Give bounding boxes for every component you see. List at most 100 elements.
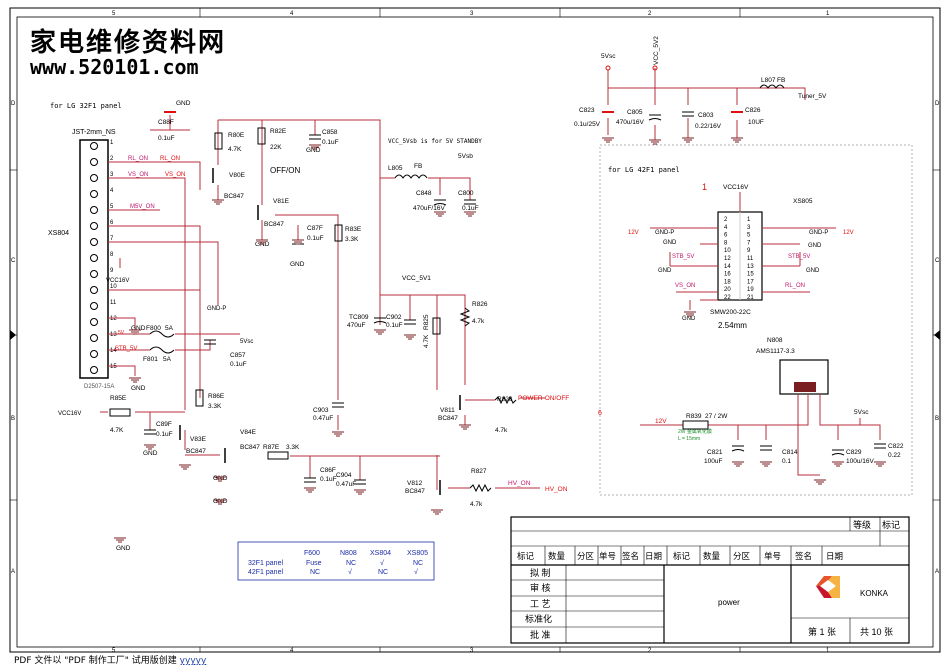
center-wires — [217, 119, 545, 490]
ground-icon — [814, 479, 826, 485]
svg-text:0.1uF: 0.1uF — [320, 476, 337, 483]
ground-icon — [874, 461, 886, 467]
xs805-gndp-left: GND-P — [655, 230, 674, 236]
svg-text:C86F: C86F — [320, 467, 336, 474]
ground-icon — [464, 211, 476, 217]
svg-text:BC847: BC847 — [405, 488, 425, 495]
svg-text:V84E: V84E — [240, 429, 257, 436]
svg-text:0.22/16V: 0.22/16V — [695, 123, 722, 130]
svg-text:4.7k: 4.7k — [470, 501, 483, 508]
option-row1-n808: NC — [346, 560, 356, 567]
net-vcc5v2: VCC_5V2 — [653, 36, 660, 65]
title-block-text: 等级 标记 标记数量分区单号签名日期标记数量分区单号签名日期 拟 制 审 核 工… — [517, 519, 900, 640]
net-gndp: GND-P — [207, 306, 226, 312]
svg-text:0.1uF: 0.1uF — [156, 431, 173, 438]
svg-text:C88F: C88F — [158, 119, 174, 126]
frame-row-c-r: C — [935, 258, 940, 264]
xs805-pin-8: 8 — [724, 240, 728, 246]
svg-text:4.7K: 4.7K — [110, 427, 124, 434]
svg-text:C821: C821 — [707, 449, 723, 456]
svg-text:V812: V812 — [407, 480, 423, 487]
xs804-ref: XS804 — [48, 230, 69, 237]
note-standby: VCC_5Vsb is for 5V STANDBY — [388, 138, 482, 145]
svg-text:C822: C822 — [888, 443, 904, 450]
xs805-part: SMW200-22C — [710, 309, 751, 316]
svg-text:4.7K: 4.7K — [423, 334, 430, 348]
xs805-pin-11: 11 — [747, 256, 754, 262]
xs804-pin-label-5: 5 — [110, 204, 114, 210]
net-vs-on-label: VS_ON — [128, 172, 148, 178]
xs804-pin-14 — [90, 350, 98, 358]
svg-text:R85E: R85E — [110, 395, 127, 402]
ground-icon — [732, 461, 744, 467]
note-red6: 6 — [598, 410, 602, 417]
svg-text:R86E: R86E — [208, 393, 225, 400]
svg-text:BC847: BC847 — [264, 221, 284, 228]
ground-icon — [214, 499, 226, 505]
tb-mark: 标记 — [882, 519, 900, 530]
svg-text:0.1uF: 0.1uF — [322, 139, 339, 146]
svg-text:3.3K: 3.3K — [345, 236, 359, 243]
svg-text:0.1: 0.1 — [782, 458, 791, 465]
xs804-title: JST-2mm_NS — [72, 129, 116, 136]
ground-icon — [649, 139, 661, 145]
xs805-nets: 12V GND-P GND STB_5V GND VS_ON GND GND-P… — [628, 230, 854, 322]
net-12v-reg: 12V — [655, 418, 667, 425]
footer-link[interactable]: yyyyy — [179, 656, 207, 666]
frame-row-b-r: B — [935, 416, 939, 422]
tb-title: power — [718, 598, 740, 607]
net-5vsb: 5Vsb — [458, 153, 473, 160]
svg-text:V80E: V80E — [229, 172, 246, 179]
svg-text:0.1uF: 0.1uF — [386, 322, 403, 329]
svg-text:0.47uF: 0.47uF — [313, 415, 333, 422]
xs805-stb5v-left: STB_5V — [672, 254, 694, 260]
svg-text:BC847: BC847 — [438, 415, 458, 422]
ground-icon — [459, 424, 471, 430]
regulator-wires — [640, 394, 881, 476]
watermark-url: www.520101.com — [30, 55, 199, 79]
frame-row-a: A — [11, 569, 15, 575]
ground-icon — [179, 464, 191, 470]
xs805-12v-left: 12V — [628, 230, 639, 236]
svg-text:C87F: C87F — [307, 225, 323, 232]
svg-text:C823: C823 — [579, 107, 595, 114]
tb-header-3: 单号 — [599, 551, 616, 561]
frame-col-1-b: 1 — [826, 648, 830, 654]
watermark-title: 家电维修资料网 — [30, 28, 227, 58]
xs804-pin-8 — [90, 254, 98, 262]
xs804-pin-label-14: 14 — [110, 348, 117, 354]
ground-icon — [309, 144, 321, 150]
net-m5v-on: M5V_ON — [130, 204, 155, 210]
tb-header-2: 分区 — [577, 551, 595, 561]
svg-text:C89F: C89F — [156, 421, 172, 428]
option-row2-label: 42F1 panel — [248, 569, 283, 576]
option-header-xs805: XS805 — [407, 550, 428, 557]
ground-icon — [832, 461, 844, 467]
xs805-pin-6: 6 — [724, 233, 728, 239]
option-row1-f600: Fuse — [306, 560, 322, 567]
tb-role-drafter: 拟 制 — [530, 567, 551, 578]
xs805-pin-4: 4 — [724, 225, 728, 231]
option-row2-xs805: √ — [414, 568, 418, 576]
xs804-pin-label-9: 9 — [110, 268, 114, 274]
svg-text:3.3K: 3.3K — [286, 444, 300, 451]
frame-row-b: B — [11, 416, 15, 422]
ground-icon — [682, 137, 694, 143]
top-right-wires — [607, 68, 806, 140]
note-lg42: for LG 42F1 panel — [608, 166, 680, 174]
net-vcc16v-in: VCC16V — [58, 411, 81, 417]
svg-text:4.7k: 4.7k — [495, 427, 508, 434]
